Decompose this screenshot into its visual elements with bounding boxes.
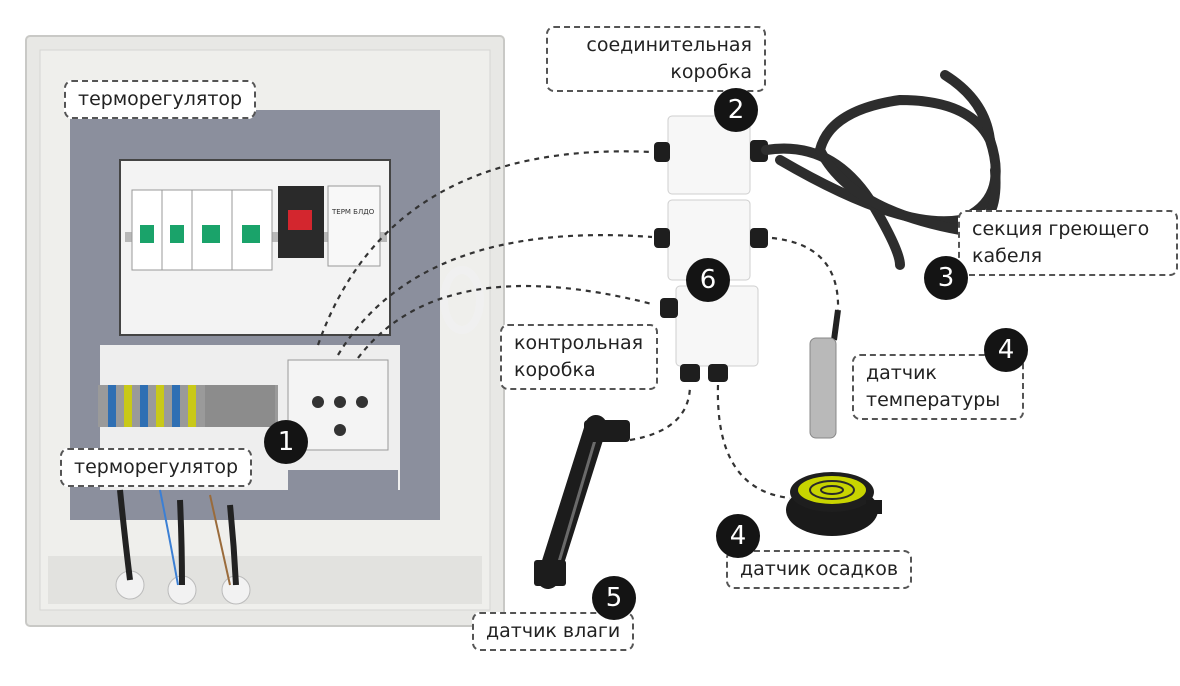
badge-4-precipitation: 4 <box>716 514 760 558</box>
callout-precipitation-sensor: датчик осадков <box>726 550 913 589</box>
callout-temperature-sensor-line2: температуры <box>866 389 1001 411</box>
badge-3: 3 <box>924 256 968 300</box>
callout-thermostat-top-text: терморегулятор <box>78 88 243 110</box>
heating-cable <box>761 70 1001 270</box>
callout-control-box-line2: коробка <box>514 359 596 381</box>
moisture-sensor <box>534 415 630 589</box>
relay-label: ТЕРМ БЛДО <box>331 208 375 216</box>
callout-thermostat-bottom-text: терморегулятор <box>74 456 239 478</box>
badge-6: 6 <box>686 258 730 302</box>
junction-boxes <box>654 115 768 382</box>
callout-heating-cable-line2: кабеля <box>972 245 1043 267</box>
callout-moisture-sensor: датчик влаги <box>472 612 635 651</box>
connection-lines <box>316 150 840 500</box>
callout-precipitation-sensor-text: датчик осадков <box>740 558 899 580</box>
callout-moisture-sensor-text: датчик влаги <box>486 620 621 642</box>
precipitation-sensor <box>786 472 882 536</box>
badge-5: 5 <box>592 576 636 620</box>
callout-junction-box: соединительная коробка <box>546 26 766 92</box>
callout-heating-cable-line1: секция греющего <box>972 218 1150 240</box>
callout-junction-box-line2: коробка <box>670 61 752 83</box>
callout-control-box: контрольная коробка <box>500 324 658 390</box>
badge-2: 2 <box>714 88 758 132</box>
badge-4-temperature: 4 <box>984 328 1028 372</box>
callout-control-box-line1: контрольная <box>514 332 644 354</box>
callout-temperature-sensor-line1: датчик <box>866 362 937 384</box>
callout-heating-cable: секция греющего кабеля <box>958 210 1178 276</box>
control-cabinet: ТЕРМ БЛДО <box>25 35 505 627</box>
terminal-block <box>98 385 278 427</box>
circuit-breakers <box>131 189 273 271</box>
temperature-sensor <box>809 309 841 439</box>
callout-junction-box-line1: соединительная <box>586 34 752 56</box>
callout-thermostat-top: терморегулятор <box>64 80 257 119</box>
badge-1: 1 <box>264 420 308 464</box>
callout-thermostat-bottom: терморегулятор <box>60 448 253 487</box>
